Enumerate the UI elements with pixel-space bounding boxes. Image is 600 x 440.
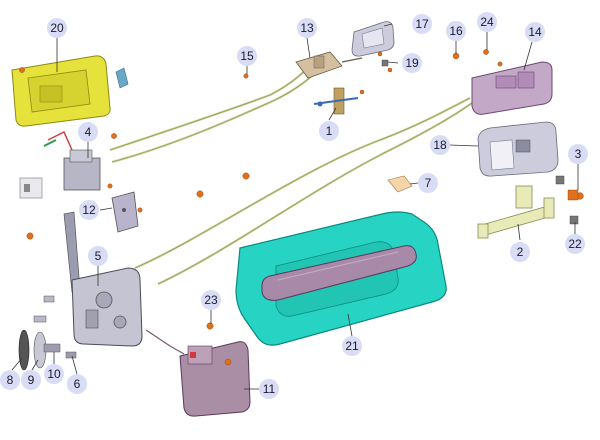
callout-label: 13 <box>300 21 314 35</box>
callout-label: 10 <box>47 367 61 381</box>
callouts: 1 2 3 4 5 6 7 8 9 10 11 12 13 14 15 16 1… <box>0 12 588 399</box>
part-latch-assembly <box>63 211 143 347</box>
callout-label: 21 <box>345 339 359 353</box>
callout-label: 15 <box>240 49 254 63</box>
callout-22: 22 <box>565 234 585 254</box>
callout-13: 13 <box>297 18 317 38</box>
part-cable-clip <box>313 87 359 115</box>
callout-12: 12 <box>79 200 99 220</box>
callout-label: 9 <box>28 373 35 387</box>
callout-8: 8 <box>0 370 20 390</box>
cable-upper-1 <box>109 67 309 152</box>
callout-label: 20 <box>50 21 64 35</box>
callout-label: 5 <box>95 249 102 263</box>
callout-label: 17 <box>415 17 429 31</box>
cable-centerline <box>109 67 473 285</box>
callout-24: 24 <box>477 12 497 32</box>
bolt-markers <box>19 49 584 366</box>
callout-5: 5 <box>88 246 108 266</box>
callout-14: 14 <box>525 22 545 42</box>
callout-label: 24 <box>480 15 494 29</box>
nut-dark <box>381 59 579 225</box>
callout-15: 15 <box>237 46 257 66</box>
callout-label: 12 <box>82 203 96 217</box>
callout-4: 4 <box>78 122 98 142</box>
part-handle-frame <box>471 61 553 115</box>
callout-label: 4 <box>85 125 92 139</box>
part-bracket <box>111 191 139 233</box>
callout-23: 23 <box>201 290 221 310</box>
callout-6: 6 <box>67 374 87 394</box>
callout-16: 16 <box>446 21 466 41</box>
part-door-latch <box>145 329 251 417</box>
callout-label: 8 <box>7 373 14 387</box>
callout-label: 1 <box>326 124 333 138</box>
callout-21: 21 <box>342 336 362 356</box>
callout-label: 2 <box>517 245 524 259</box>
callout-label: 7 <box>425 176 432 190</box>
callout-label: 22 <box>568 237 582 251</box>
part-inner-handle <box>477 121 559 177</box>
callout-11: 11 <box>259 379 279 399</box>
callout-label: 23 <box>204 293 218 307</box>
part-lock-module <box>19 131 101 199</box>
callout-2: 2 <box>510 242 530 262</box>
callout-label: 11 <box>263 382 276 396</box>
part-trim-plate <box>11 55 129 127</box>
leader-lines <box>11 23 579 390</box>
callout-label: 14 <box>528 25 542 39</box>
part-control-bracket <box>295 51 363 79</box>
callout-label: 3 <box>575 147 582 161</box>
callout-19: 19 <box>402 53 422 73</box>
callout-18: 18 <box>430 135 450 155</box>
part-inner-handle-small <box>351 21 395 57</box>
callout-17: 17 <box>412 14 432 34</box>
callout-20: 20 <box>47 18 67 38</box>
part-hardware-small <box>18 295 77 371</box>
callout-9: 9 <box>21 370 41 390</box>
callout-label: 18 <box>433 138 447 152</box>
callout-label: 16 <box>449 24 463 38</box>
callout-1: 1 <box>319 121 339 141</box>
callout-label: 19 <box>405 56 419 70</box>
part-handle-bar <box>261 245 417 301</box>
callout-3: 3 <box>568 144 588 164</box>
part-clip <box>387 175 413 193</box>
callout-10: 10 <box>44 364 64 384</box>
part-door-check <box>477 185 555 239</box>
callout-label: 6 <box>74 377 81 391</box>
callout-7: 7 <box>418 173 438 193</box>
